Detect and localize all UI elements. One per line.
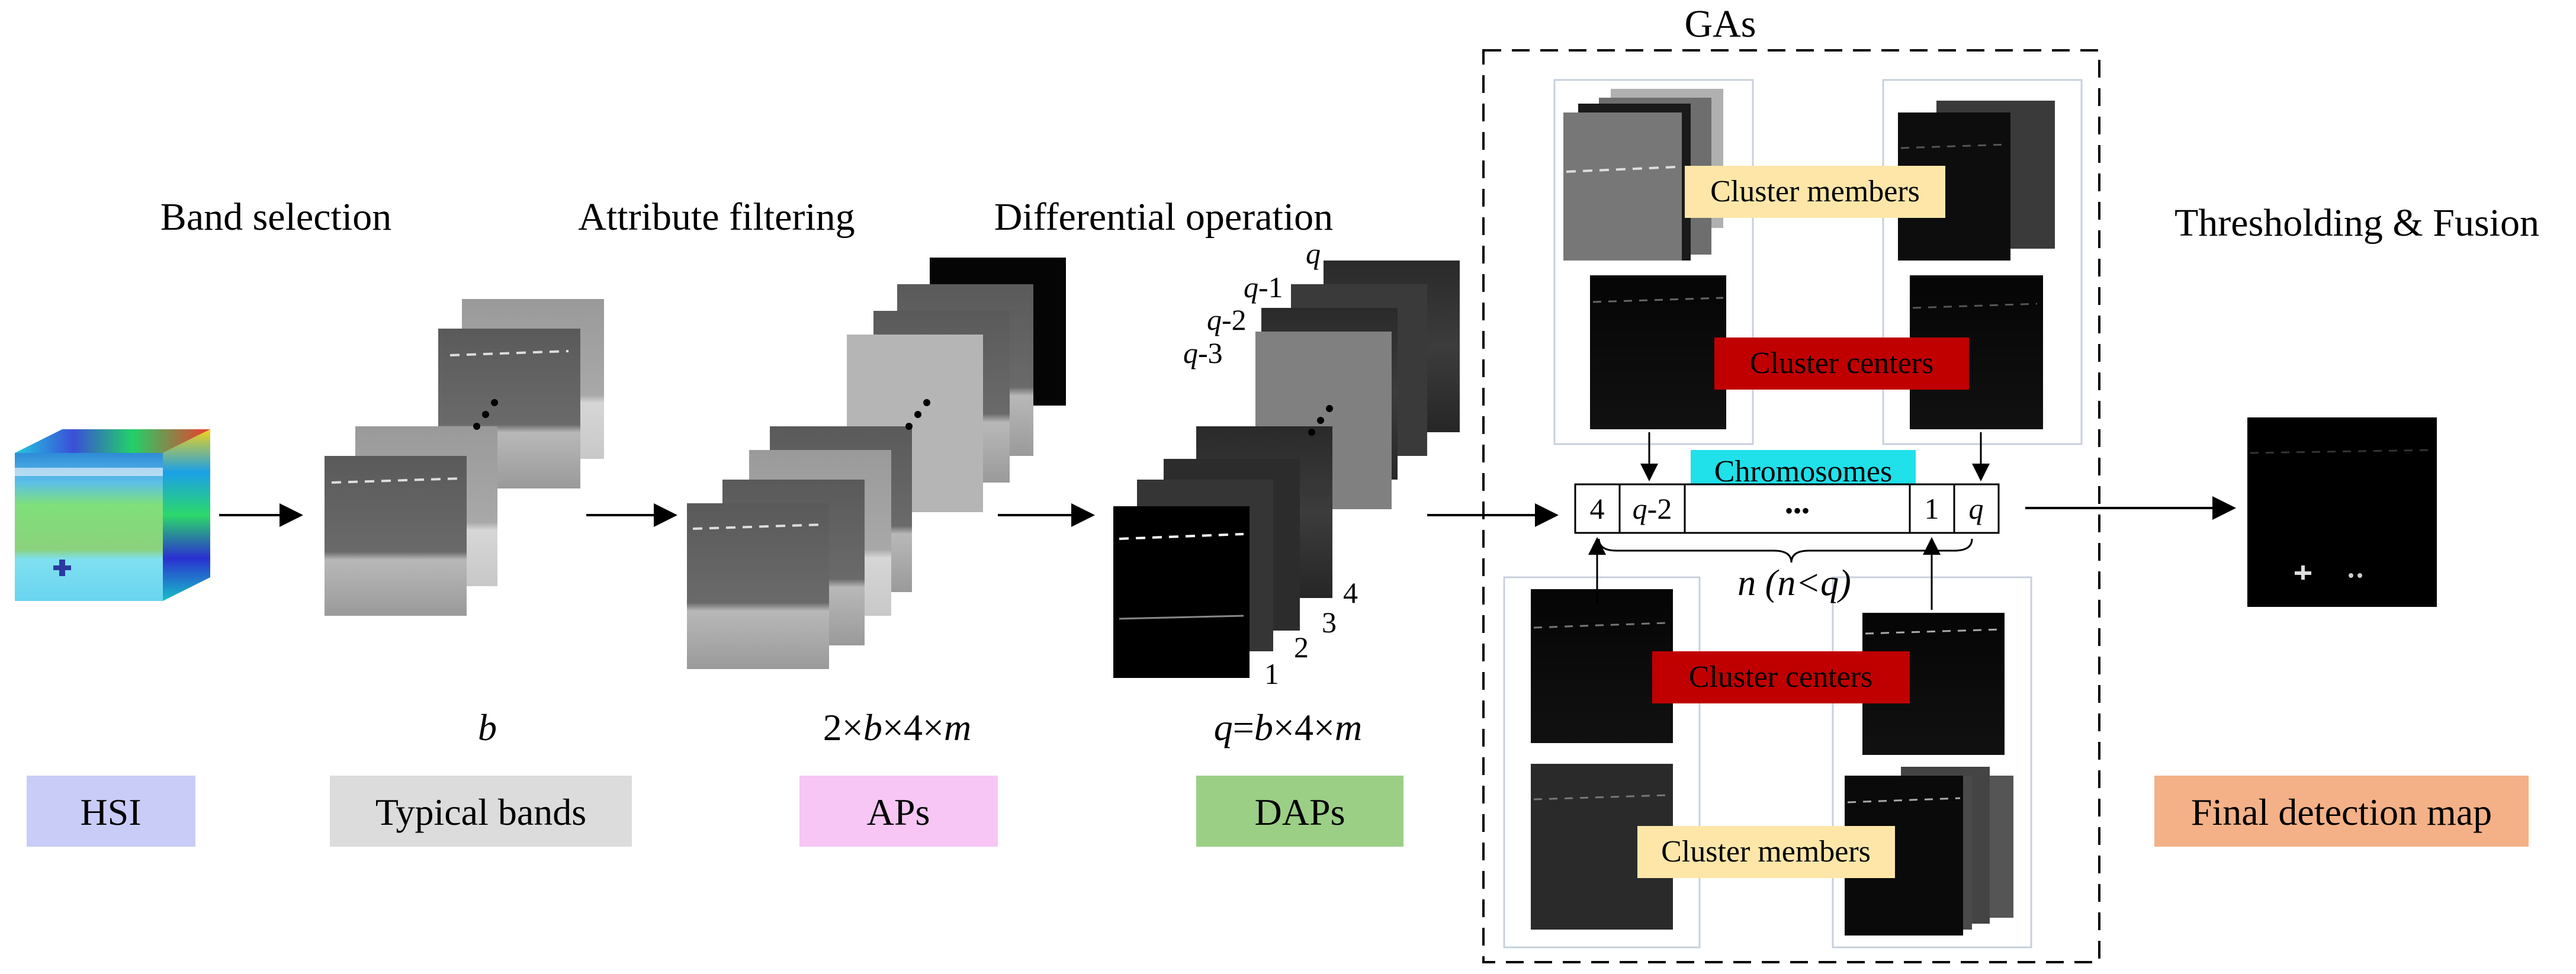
count-aps: 2×b×4×m	[823, 706, 972, 748]
chromosome-cell-1: 1	[1925, 492, 1939, 525]
dap-label-q: q	[1306, 237, 1321, 270]
chromosome-cell-4: 4	[1590, 492, 1605, 525]
daps-stack	[1113, 261, 1460, 678]
chromosome-cell-q-2: q-2	[1633, 492, 1672, 525]
count-daps: q=b×4×m	[1214, 706, 1363, 748]
legend-aps-box	[799, 776, 998, 847]
final-detection-map	[2247, 417, 2437, 607]
dap-label-q-2: q-2	[1207, 303, 1247, 336]
cluster-members-bottom-label: Cluster members	[1661, 835, 1871, 869]
dap-label-q-1: q-1	[1244, 271, 1283, 304]
cluster-centers-bottom-label: Cluster centers	[1689, 660, 1872, 694]
ga-internal-arrows	[1588, 432, 1990, 610]
chromosome-row: 4 q-2 ••• 1 q	[1574, 483, 2000, 534]
cluster-centers-bottom-box	[1652, 651, 1910, 703]
cluster-centers-top-box	[1714, 337, 1969, 390]
typical-bands-stack	[325, 299, 604, 616]
cluster-members-top-box	[1685, 166, 1945, 218]
ga-cluster-panel-bottom-right	[1832, 576, 2032, 949]
n-less-than-q-label: n (n<q)	[1737, 563, 1851, 603]
cluster-centers-top-label: Cluster centers	[1750, 346, 1933, 380]
chromosomes-label: Chromosomes	[1714, 455, 1892, 488]
chromosome-brace	[1598, 538, 1973, 563]
chromosome-cell-ellipsis: •••	[1785, 497, 1810, 524]
cluster-members-top-label: Cluster members	[1710, 175, 1920, 208]
count-b: b	[478, 706, 497, 748]
stage-title-band-selection: Band selection	[160, 195, 391, 239]
legend-typical-bands-label: Typical bands	[375, 791, 586, 833]
cluster-members-bottom-box	[1637, 826, 1895, 878]
gas-frame	[1482, 49, 2100, 963]
dap-label-q-3: q-3	[1183, 336, 1223, 369]
dap-label-4: 4	[1343, 576, 1358, 609]
legend-hsi-label: HSI	[80, 791, 141, 833]
legend-aps-label: APs	[867, 791, 930, 833]
stage-title-thresholding-fusion: Thresholding & Fusion	[2174, 201, 2539, 245]
chromosome-cell-q: q	[1969, 492, 1984, 525]
legend-daps-label: DAPs	[1255, 791, 1345, 833]
dap-label-2: 2	[1294, 631, 1309, 664]
hsi-cube	[15, 429, 210, 601]
ga-cluster-panel-bottom-left	[1503, 576, 1701, 949]
dap-label-1: 1	[1264, 657, 1279, 690]
legend-daps-box	[1196, 776, 1403, 847]
legend-typical-bands-box	[330, 776, 632, 847]
aps-stack	[687, 258, 1066, 669]
legend-hsi-box	[27, 776, 195, 847]
legend-final-map-label: Final detection map	[2191, 791, 2492, 833]
stage-arrows	[219, 496, 2236, 527]
dap-label-3: 3	[1322, 606, 1337, 639]
legend-final-map-box	[2154, 776, 2529, 847]
stage-title-differential-operation: Differential operation	[994, 195, 1333, 239]
stage-title-attribute-filtering: Attribute filtering	[578, 195, 855, 239]
stage-title-gas: GAs	[1684, 2, 1756, 46]
